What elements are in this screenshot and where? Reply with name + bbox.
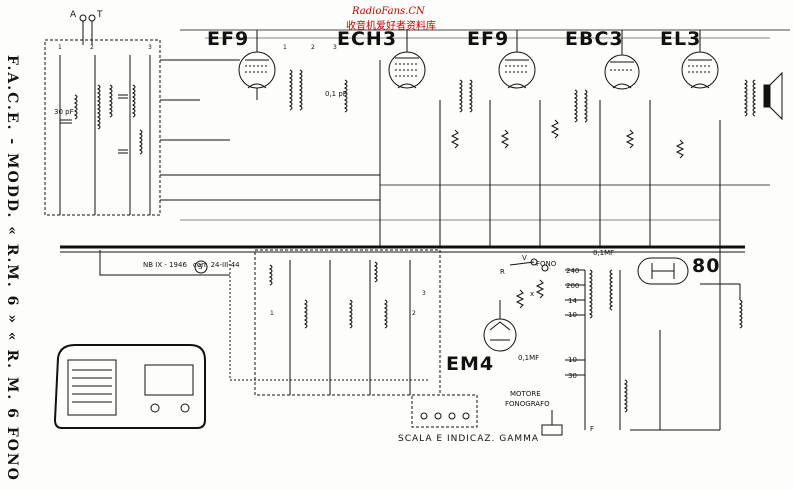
switch-num-6: 3 xyxy=(333,44,337,51)
scala-caption: SCALA E INDICAZ. GAMMA xyxy=(398,434,540,444)
note-30pf: 30 pF xyxy=(54,108,74,116)
switch-num-1: 1 xyxy=(58,44,62,51)
note-01pf: 0,1 pF xyxy=(325,90,347,98)
tube-ef9-1-label: EF9 xyxy=(207,28,250,50)
antenna-t-label: T xyxy=(97,10,103,20)
tap-200: 200 xyxy=(566,282,580,290)
switch-num-5: 2 xyxy=(311,44,315,51)
switch-num-7: 1 xyxy=(270,310,274,317)
tube-ef9-2-label: EF9 xyxy=(467,28,510,50)
note-r: R xyxy=(500,268,505,276)
switch-num-9: 3 xyxy=(422,290,426,297)
tube-em4-label: EM4 xyxy=(446,353,495,375)
note-01mf-top: 0,1MF xyxy=(593,249,615,257)
watermark-site: RadioFans.CN xyxy=(352,6,425,17)
note-nb: NB IX - 1946 xyxy=(143,261,187,269)
tap-240: 240 xyxy=(566,267,580,275)
note-motore: MOTORE xyxy=(510,390,541,398)
tap-30: 30 xyxy=(568,372,577,380)
switch-num-8: 2 xyxy=(412,310,416,317)
tube-ech3-label: ECH3 xyxy=(337,28,398,50)
switch-num-3: 3 xyxy=(148,44,152,51)
note-f: F xyxy=(590,425,595,433)
tap-14: 14 xyxy=(568,297,577,305)
antenna-a-label: A xyxy=(70,10,77,20)
note-fono: FONO xyxy=(536,260,557,268)
note-corr: corr. 24-III-44 xyxy=(193,261,240,269)
tube-ebc3-label: EBC3 xyxy=(565,28,624,50)
note-s-marker: S xyxy=(198,263,203,271)
tube-el3-label: EL3 xyxy=(660,28,702,50)
switch-num-4: 1 xyxy=(283,44,287,51)
tap-10a: 10 xyxy=(568,311,577,319)
note-fonografo: FONOGRAFO xyxy=(505,400,550,408)
note-01mf-em4: 0,1MF xyxy=(518,354,540,362)
tube-80-label: 80 xyxy=(692,255,721,277)
note-x: x xyxy=(530,290,535,298)
tap-10b: 10 xyxy=(568,356,577,364)
note-v: V xyxy=(522,254,527,262)
watermark-chinese: 收音机爱好者资料库 xyxy=(346,21,436,32)
switch-num-2: 2 xyxy=(90,44,94,51)
